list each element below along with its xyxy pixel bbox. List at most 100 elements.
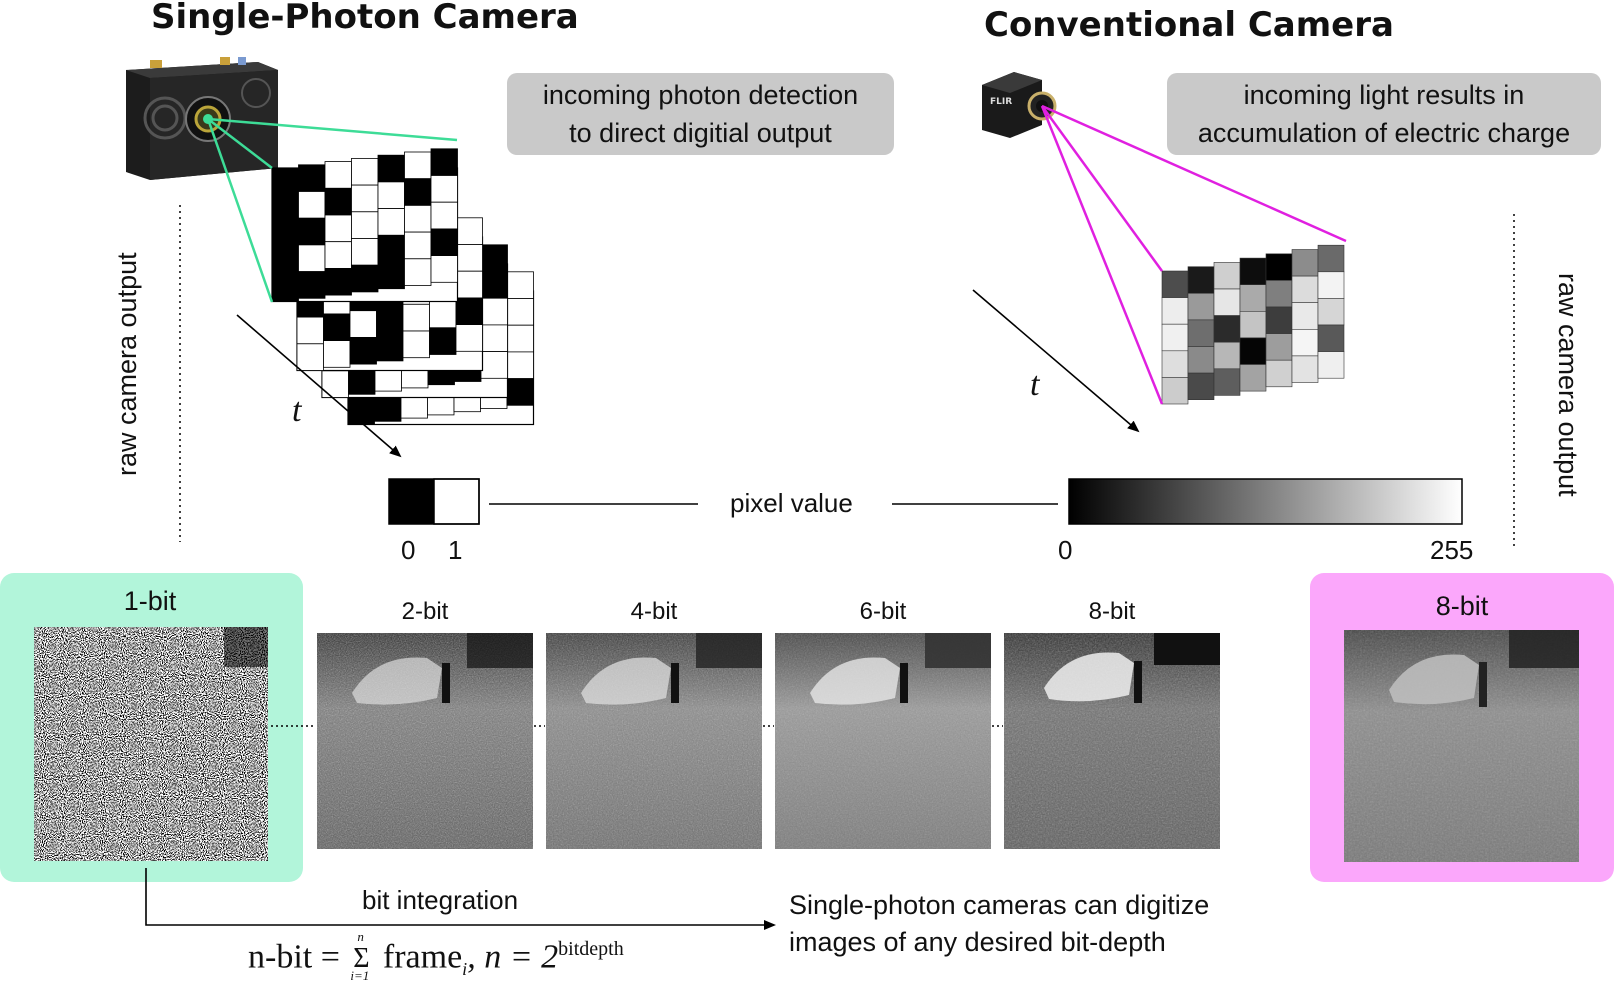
- frame-label-4bit: 4-bit: [630, 598, 678, 625]
- gray-pixel: [1291, 302, 1319, 330]
- binary-max-label: 1: [448, 535, 463, 565]
- gray-pixel: [1239, 257, 1267, 286]
- conclusion-line2: images of any desired bit-depth: [789, 927, 1166, 957]
- gray-pixel: [1239, 310, 1267, 339]
- formula-exponent: bitdepth: [558, 938, 624, 960]
- binary-pixel: [324, 161, 352, 189]
- binary-pixel: [298, 191, 326, 219]
- binary-pixel: [324, 187, 352, 216]
- spc-caption-box: incoming photon detection to direct digi…: [507, 73, 894, 155]
- gray-pixel: [1265, 306, 1293, 334]
- gray-pixel: [1317, 324, 1345, 352]
- formula-n: , n = 2: [467, 938, 559, 976]
- time-arrow-right: [972, 289, 1140, 433]
- binary-pixel: [404, 204, 432, 233]
- binary-pixel: [506, 351, 534, 379]
- formula-lhs: n-bit =: [248, 938, 349, 976]
- binary-pixel: [298, 164, 326, 192]
- binary-frame-stack: [271, 148, 535, 426]
- spc-title: Single-Photon Camera: [151, 0, 579, 37]
- frame-image-6bit: [775, 633, 991, 849]
- binary-pixel: [298, 244, 326, 272]
- gray-pixel: [1317, 298, 1345, 326]
- time-arrow-left: [236, 314, 402, 458]
- gray-pixel: [1161, 323, 1189, 352]
- gray-pixel: [1265, 253, 1293, 281]
- binary-pixel: [271, 247, 299, 276]
- binary-pixel: [376, 307, 404, 335]
- sum-upper-limit: n: [357, 929, 364, 945]
- gray-pixel: [1187, 319, 1215, 347]
- binary-pixel: [377, 181, 405, 209]
- binary-pixel: [377, 234, 405, 263]
- bit-integration-arrow: [145, 868, 776, 930]
- conv-projection-lines: [1040, 104, 1347, 405]
- frame-image-8bit: [1004, 633, 1220, 849]
- binary-pixel: [296, 316, 324, 345]
- gray-pixel: [1187, 292, 1215, 321]
- gray-pixel: [1265, 333, 1293, 361]
- binary-pixel: [404, 151, 432, 180]
- binary-pixel: [506, 271, 534, 299]
- binary-pixel: [429, 327, 457, 355]
- binary-pixel: [351, 157, 379, 186]
- binary-pixel: [351, 238, 379, 266]
- binary-pixel: [348, 367, 376, 395]
- conv-frame-image-8bit: [1344, 630, 1579, 862]
- frame-label-6bit: 6-bit: [859, 598, 907, 625]
- binary-pixel: [430, 255, 458, 283]
- spc-caption-line1: incoming photon detection: [542, 80, 859, 110]
- binary-pixel: [351, 211, 379, 239]
- binary-pixel: [321, 370, 349, 398]
- binary-pixel: [506, 378, 534, 406]
- binary-pixel: [323, 340, 351, 368]
- binary-pixel: [480, 297, 508, 326]
- gray-pixel: [1213, 288, 1241, 316]
- grayscale-frame: [1161, 244, 1345, 405]
- conv-frame-label-8bit: 8-bit: [1435, 591, 1489, 621]
- binary-pixel: [271, 220, 299, 249]
- bit-integration-label: bit integration: [362, 885, 519, 915]
- gray-pixel: [1213, 262, 1241, 290]
- gray-pixel: [1265, 359, 1293, 388]
- gray-pixel: [1291, 275, 1319, 304]
- conv-caption-line1: incoming light results in: [1243, 80, 1525, 110]
- binary-pixel: [455, 244, 483, 272]
- binary-pixel: [324, 214, 352, 243]
- pixel-value-label: pixel value: [730, 488, 853, 518]
- gray-pixel: [1265, 280, 1293, 308]
- gray-pixel: [1317, 351, 1345, 379]
- binary-pixel: [429, 300, 457, 329]
- gray-pixel: [1239, 364, 1267, 392]
- binary-pixel: [324, 241, 352, 269]
- gray-pixel: [1239, 284, 1267, 312]
- frame-label-1bit: 1-bit: [123, 586, 177, 616]
- spc-caption-line2: to direct digitial output: [569, 118, 832, 148]
- camera-brand-mark: FLIR: [990, 97, 1012, 107]
- formula-subscript: i: [462, 959, 468, 980]
- binary-pixel: [374, 394, 402, 422]
- binary-pixel: [480, 351, 508, 379]
- frame-label-8bit: 8-bit: [1088, 598, 1136, 625]
- binary-pixel: [351, 264, 379, 293]
- frame-image-1bit: [34, 627, 268, 861]
- binary-pixel: [351, 184, 379, 213]
- binary-pixel: [298, 217, 326, 246]
- binary-pixel: [430, 201, 458, 230]
- binary-pixel: [455, 324, 483, 352]
- spc-camera-icon: [126, 57, 278, 180]
- binary-pixel: [455, 270, 483, 299]
- sum-lower-limit: i=1: [350, 968, 370, 984]
- binary-pixel: [455, 297, 483, 325]
- gray-pixel: [1213, 315, 1241, 343]
- binary-pixel: [455, 217, 483, 245]
- binary-pixel: [349, 336, 377, 365]
- gray-pixel: [1187, 372, 1215, 401]
- gray-pixel: [1239, 337, 1267, 365]
- gray-pixel: [1161, 350, 1189, 378]
- binary-pixel: [298, 271, 326, 299]
- gray-pixel: [1317, 244, 1345, 273]
